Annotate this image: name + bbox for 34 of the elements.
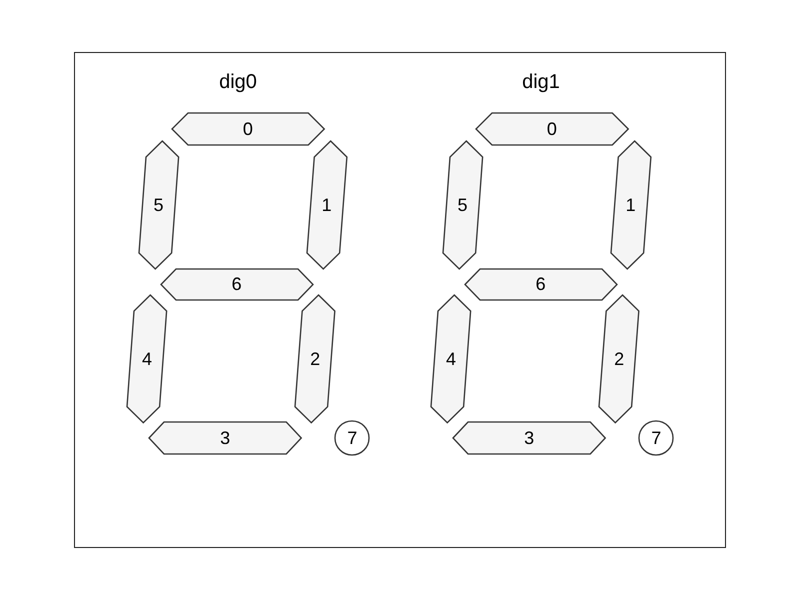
display-segment <box>452 420 606 455</box>
segment-number: 4 <box>142 350 152 368</box>
display-segment <box>148 420 302 455</box>
segment-number: 0 <box>546 120 557 138</box>
segment-number: 5 <box>153 196 164 214</box>
display-segment <box>610 140 652 270</box>
segment-number: 3 <box>220 428 230 447</box>
display-segment <box>474 112 629 146</box>
display-segment <box>442 140 484 270</box>
segment-number: 0 <box>242 120 253 138</box>
segment-number: 6 <box>232 275 242 293</box>
display-segment <box>126 294 168 424</box>
segment-number: 7 <box>347 428 358 447</box>
segment-number: 2 <box>310 350 320 368</box>
display-segment <box>294 294 336 424</box>
display-segment <box>170 112 325 146</box>
segment-number: 2 <box>614 350 624 368</box>
segment-number: 1 <box>626 196 636 214</box>
segment-number: 5 <box>457 196 468 214</box>
display-segment <box>138 140 180 270</box>
display-segment <box>464 268 618 300</box>
segment-number: 6 <box>536 275 546 293</box>
segment-number: 1 <box>322 196 332 214</box>
display-segment <box>598 294 640 424</box>
segment-number: 3 <box>524 428 534 447</box>
decimal-point-circle <box>638 420 674 456</box>
display-segment <box>306 140 348 270</box>
display-segment <box>430 294 472 424</box>
segment-number: 7 <box>651 428 662 447</box>
decimal-point-circle <box>334 420 370 456</box>
display-segment <box>160 268 314 300</box>
digit-label: dig1 <box>522 72 560 92</box>
segment-number: 4 <box>446 350 456 368</box>
digit-label: dig0 <box>219 72 257 92</box>
